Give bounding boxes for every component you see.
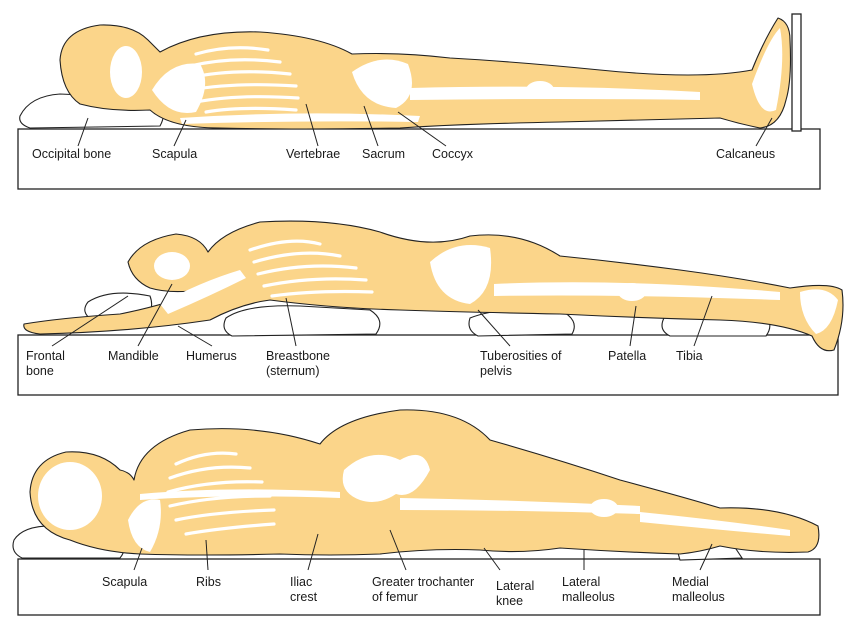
- panel-lateral: Scapula Ribs Iliac crest Greater trochan…: [13, 410, 820, 615]
- label-lateral-malleolus-1: Lateral: [562, 575, 600, 589]
- label-sacrum: Sacrum: [362, 147, 405, 161]
- label-occipital-bone: Occipital bone: [32, 147, 111, 161]
- label-patella: Patella: [608, 349, 646, 363]
- label-greater-trochanter-2: of femur: [372, 590, 418, 604]
- knee-bone: [526, 81, 554, 99]
- label-medial-malleolus-2: malleolus: [672, 590, 725, 604]
- mattress: [18, 335, 838, 395]
- label-iliac-crest-2: crest: [290, 590, 318, 604]
- label-greater-trochanter-1: Greater trochanter: [372, 575, 474, 589]
- label-scapula: Scapula: [152, 147, 197, 161]
- panel-prone: Frontal bone Mandible Humerus Breastbone…: [18, 221, 843, 395]
- label-ribs: Ribs: [196, 575, 221, 589]
- label-vertebrae: Vertebrae: [286, 147, 340, 161]
- label-tibia: Tibia: [676, 349, 703, 363]
- label-tuberosities-1: Tuberosities of: [480, 349, 562, 363]
- pillow-chest: [224, 306, 380, 336]
- label-coccyx: Coccyx: [432, 147, 474, 161]
- patella-bone: [618, 283, 646, 301]
- knee-bone: [590, 499, 618, 517]
- label-tuberosities-2: pelvis: [480, 364, 512, 378]
- label-medial-malleolus-1: Medial: [672, 575, 709, 589]
- label-mandible: Mandible: [108, 349, 159, 363]
- label-frontal-bone-2: bone: [26, 364, 54, 378]
- label-humerus: Humerus: [186, 349, 237, 363]
- panel-supine: Occipital bone Scapula Vertebrae Sacrum …: [18, 14, 820, 189]
- label-scapula-lateral: Scapula: [102, 575, 147, 589]
- skull-bone: [110, 46, 142, 98]
- label-breastbone-2: (sternum): [266, 364, 319, 378]
- skull-bone: [154, 252, 190, 280]
- label-breastbone-1: Breastbone: [266, 349, 330, 363]
- label-iliac-crest-1: Iliac: [290, 575, 312, 589]
- footboard: [792, 14, 801, 131]
- label-lateral-knee-2: knee: [496, 594, 523, 608]
- label-frontal-bone-1: Frontal: [26, 349, 65, 363]
- skull-bone: [38, 462, 102, 530]
- label-lateral-knee-1: Lateral: [496, 579, 534, 593]
- label-calcaneus: Calcaneus: [716, 147, 775, 161]
- mattress: [18, 129, 820, 189]
- label-lateral-malleolus-2: malleolus: [562, 590, 615, 604]
